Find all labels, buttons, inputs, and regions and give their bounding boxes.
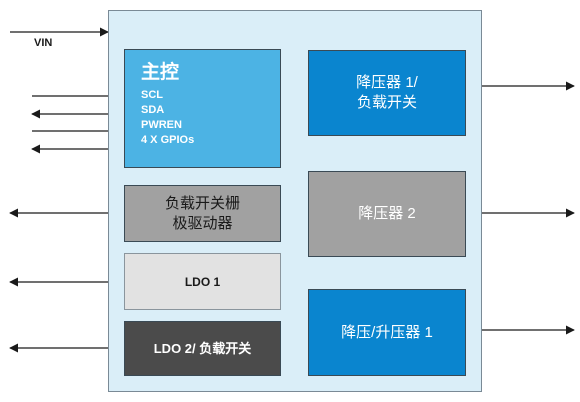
vin-label: VIN [34, 37, 53, 49]
signal-scl: SCL [141, 89, 163, 101]
buckboost-label: 降压/升压器 1 [341, 323, 433, 341]
gate-driver-block: 负载开关栅 极驱动器 [124, 185, 281, 242]
gate-driver-line2: 极驱动器 [172, 214, 233, 232]
ldo1-label: LDO 1 [184, 274, 221, 289]
signal-gpios: 4 X GPIOs [141, 134, 195, 146]
buck1-line1: 降压器 1/ [356, 74, 418, 91]
buck1-line2: 负载开关 [356, 94, 417, 111]
ldo2-label: LDO 2/ 负载开关 [153, 340, 252, 356]
buck2-block: 降压器 2 [308, 171, 466, 257]
signal-sda: SDA [141, 104, 165, 116]
buck1-block: 降压器 1/ 负载开关 [308, 50, 466, 136]
buck2-label: 降压器 2 [358, 205, 416, 222]
gate-driver-line1: 负载开关栅 [164, 194, 240, 212]
signal-pwren: PWREN [141, 119, 182, 131]
buckboost-block: 降压/升压器 1 [308, 289, 466, 376]
controller-block: 主控 SCL SDA PWREN 4 X GPIOs [124, 49, 281, 168]
ldo1-block: LDO 1 [124, 253, 281, 310]
ldo2-block: LDO 2/ 负载开关 [124, 321, 281, 376]
controller-title: 主控 [141, 62, 180, 83]
